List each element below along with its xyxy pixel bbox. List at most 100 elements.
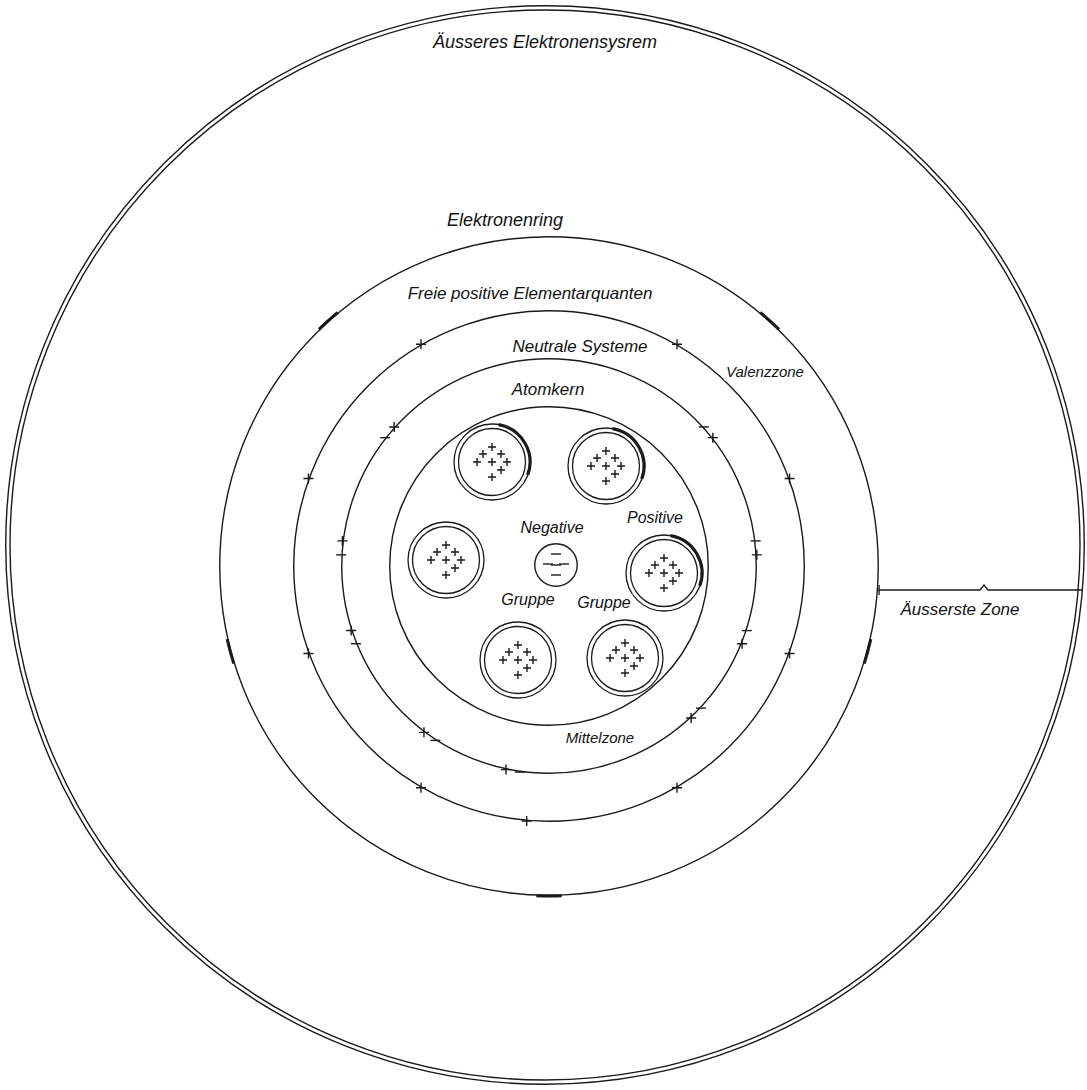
plus-sign bbox=[593, 454, 601, 462]
plus-sign bbox=[497, 450, 505, 458]
group-ring bbox=[587, 620, 663, 696]
plus-sign bbox=[611, 470, 619, 478]
plus-sign bbox=[503, 458, 511, 466]
circle-line bbox=[6, 6, 1085, 1085]
zone-label: Äusseres Elektronensysrem bbox=[431, 32, 659, 53]
circle-line bbox=[342, 359, 757, 774]
minus-sign bbox=[551, 564, 561, 565]
circle-line bbox=[535, 544, 578, 587]
plus-sign bbox=[612, 646, 620, 654]
group-circle: NegativeGruppe bbox=[534, 543, 578, 587]
plus-sign bbox=[630, 662, 638, 670]
circle-outline bbox=[219, 236, 879, 896]
zone-circle: Äusseres ElektronensysremElektronenringF… bbox=[5, 5, 1085, 1085]
zone-label: Positive bbox=[625, 509, 685, 527]
plus-sign bbox=[617, 462, 625, 470]
plus-sign bbox=[442, 571, 450, 579]
plus-sign bbox=[621, 654, 629, 662]
minus-sign bbox=[551, 574, 561, 575]
plus-sign bbox=[660, 554, 668, 562]
plus-sign bbox=[505, 648, 513, 656]
positive-groups bbox=[408, 424, 702, 698]
group-ring bbox=[568, 428, 644, 504]
plus-sign bbox=[479, 450, 487, 458]
zone-circle: Freie positive ElementarquantenNeutrale … bbox=[293, 310, 805, 822]
group-ring bbox=[480, 622, 556, 698]
group-ring bbox=[413, 527, 480, 594]
plus-sign bbox=[442, 541, 450, 549]
plus-sign bbox=[488, 458, 496, 466]
plus-sign bbox=[442, 556, 450, 564]
plus-sign bbox=[752, 550, 762, 560]
free-positive-quanta bbox=[303, 339, 794, 826]
plus-sign bbox=[636, 654, 644, 662]
group-ring bbox=[631, 540, 698, 607]
plus-sign bbox=[669, 561, 677, 569]
plus-sign bbox=[499, 656, 507, 664]
minus-sign bbox=[551, 553, 561, 554]
zone-label: Elektronenring bbox=[445, 210, 565, 231]
plus-sign bbox=[523, 664, 531, 672]
plus-sign bbox=[660, 569, 668, 577]
neutral-pairs bbox=[336, 422, 762, 775]
group-ring bbox=[454, 424, 530, 500]
plus-sign bbox=[427, 556, 435, 564]
circle-line bbox=[220, 237, 879, 896]
plus-sign bbox=[457, 556, 465, 564]
circle-outline bbox=[341, 358, 757, 774]
circle-line bbox=[294, 311, 805, 822]
plus-sign bbox=[514, 641, 522, 649]
zone-label: Atomkern bbox=[510, 380, 587, 400]
plus-sign bbox=[451, 564, 459, 572]
zone-label: Freie positive Elementarquanten bbox=[406, 284, 655, 304]
circle-outline bbox=[534, 543, 578, 587]
plus-sign bbox=[488, 473, 496, 481]
plus-sign bbox=[669, 577, 677, 585]
plus-sign bbox=[514, 671, 522, 679]
circle-outline bbox=[5, 5, 1085, 1085]
zone-circle: ElektronenringFreie positive Elementarqu… bbox=[219, 236, 879, 896]
plus-sign bbox=[451, 548, 459, 556]
positive-group bbox=[626, 535, 702, 611]
zone-label: Mittelzone bbox=[564, 729, 636, 746]
group-ring-heavy bbox=[671, 536, 702, 586]
zone-label: Negative bbox=[518, 519, 585, 537]
circle-outline bbox=[389, 406, 709, 726]
plus-sign bbox=[514, 656, 522, 664]
zone-label: Äusserste Zone bbox=[898, 600, 1021, 620]
plus-sign bbox=[645, 569, 653, 577]
plus-sign bbox=[602, 462, 610, 470]
plus-sign bbox=[651, 561, 659, 569]
plus-sign bbox=[433, 548, 441, 556]
zone-leader bbox=[878, 585, 1082, 595]
positive-group bbox=[568, 428, 644, 504]
plus-sign bbox=[523, 648, 531, 656]
plus-sign bbox=[660, 584, 668, 592]
circle-line bbox=[390, 407, 709, 726]
plus-sign bbox=[529, 656, 537, 664]
negative-signs bbox=[543, 554, 569, 575]
plus-sign bbox=[675, 569, 683, 577]
group-ring bbox=[592, 625, 659, 692]
plus-sign bbox=[611, 454, 619, 462]
circle-line bbox=[10, 10, 1080, 1080]
group-ring-heavy bbox=[613, 429, 644, 479]
zone-label: Gruppe bbox=[499, 591, 556, 609]
positive-group bbox=[408, 522, 484, 598]
zone-label: Valenzzone bbox=[724, 363, 806, 380]
zone-label: Gruppe bbox=[575, 594, 632, 612]
positive-group bbox=[587, 620, 663, 696]
plus-sign bbox=[602, 477, 610, 485]
zone-circle: Neutrale SystemeAtomkernNegativeGruppe bbox=[341, 358, 757, 774]
plus-sign bbox=[621, 669, 629, 677]
plus-sign bbox=[621, 639, 629, 647]
electron-marks bbox=[227, 312, 871, 896]
group-ring bbox=[459, 429, 526, 496]
plus-sign bbox=[686, 713, 696, 723]
plus-sign bbox=[630, 646, 638, 654]
minus-sign bbox=[751, 540, 761, 541]
plus-sign bbox=[488, 443, 496, 451]
positive-group bbox=[480, 622, 556, 698]
group-ring bbox=[408, 522, 484, 598]
